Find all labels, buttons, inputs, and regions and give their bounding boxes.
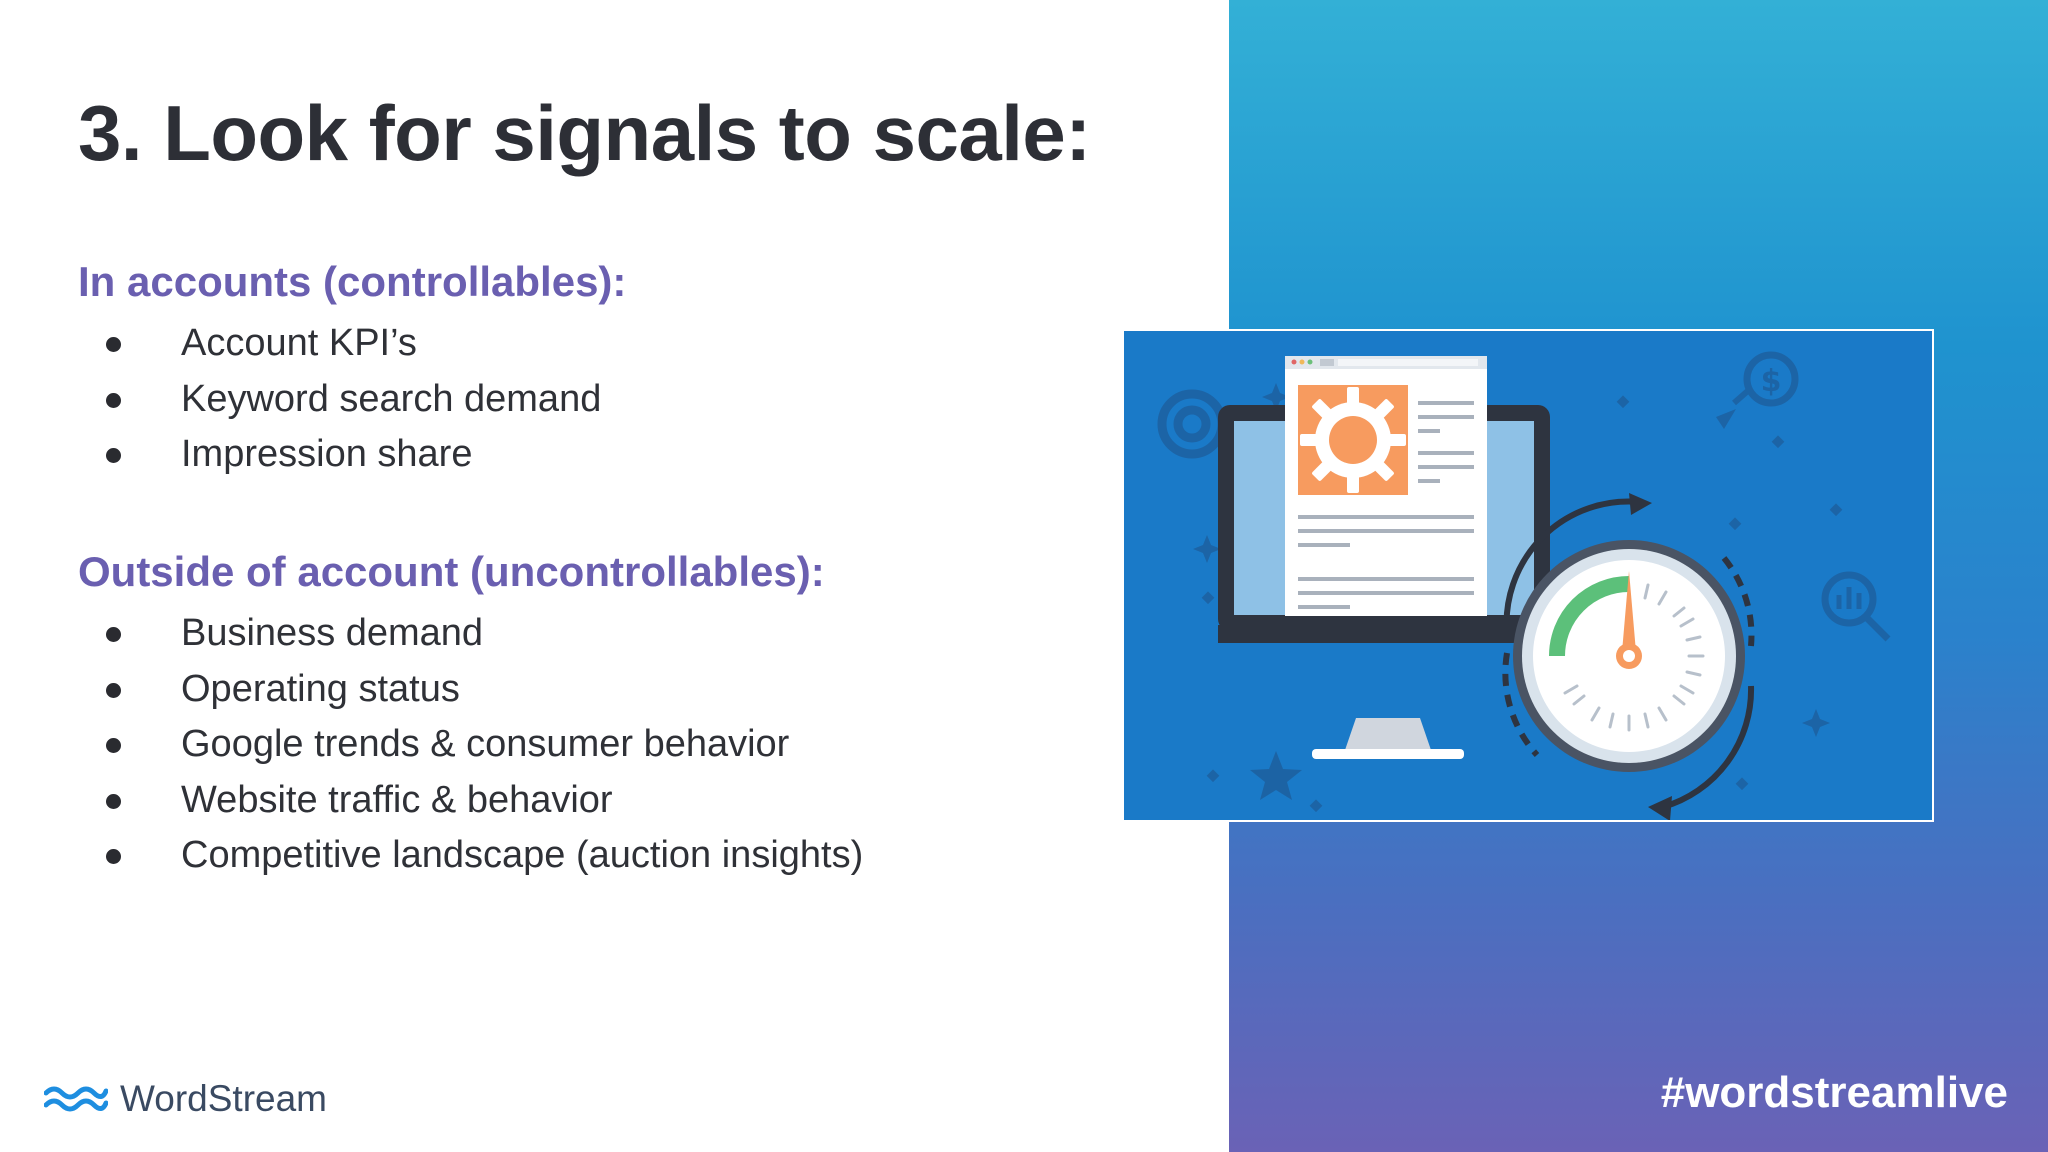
- brand-name: WordStream: [120, 1078, 327, 1119]
- chart-magnifier-icon: [1821, 571, 1891, 642]
- list-item-text: Competitive landscape (auction insights): [181, 834, 864, 876]
- hashtag-label: #wordstreamlive: [1660, 1068, 2008, 1117]
- document-page: [1285, 356, 1487, 616]
- bullet-dot: [106, 448, 121, 463]
- wordstream-logo-icon: [44, 1086, 108, 1112]
- list-item-text: Operating status: [181, 667, 460, 710]
- bullet-dot: [106, 738, 121, 753]
- list-item-text: Business demand: [181, 612, 484, 654]
- list-item-text: Google trends & consumer behavior: [181, 723, 790, 765]
- bullet-dot: [106, 337, 121, 352]
- dollar-coin-icon: $: [1716, 351, 1799, 429]
- list-item-text: Keyword search demand: [181, 377, 602, 420]
- gear-icon: [1300, 387, 1406, 493]
- bullet-dot: [106, 849, 121, 864]
- list-item-text: Website traffic & behavior: [181, 778, 613, 821]
- speed-illustration: $: [1122, 329, 1934, 822]
- svg-text:$: $: [1761, 364, 1782, 399]
- list-item-text: Impression share: [181, 433, 473, 475]
- bullet-dot: [106, 682, 121, 698]
- bullet-dot: [106, 627, 121, 642]
- section-heading-controllables: In accounts (controllables):: [78, 258, 627, 305]
- slide-title: 3. Look for signals to scale:: [78, 89, 1091, 177]
- bullet-dot: [106, 793, 121, 809]
- list-item-text: Account KPI’s: [181, 322, 417, 364]
- section-heading-uncontrollables: Outside of account (uncontrollables):: [78, 548, 825, 595]
- wordstream-logo: WordStream: [44, 1078, 327, 1120]
- speedometer-icon: [1502, 493, 1755, 820]
- star-icon: [1250, 751, 1302, 800]
- bullet-dot: [106, 392, 121, 408]
